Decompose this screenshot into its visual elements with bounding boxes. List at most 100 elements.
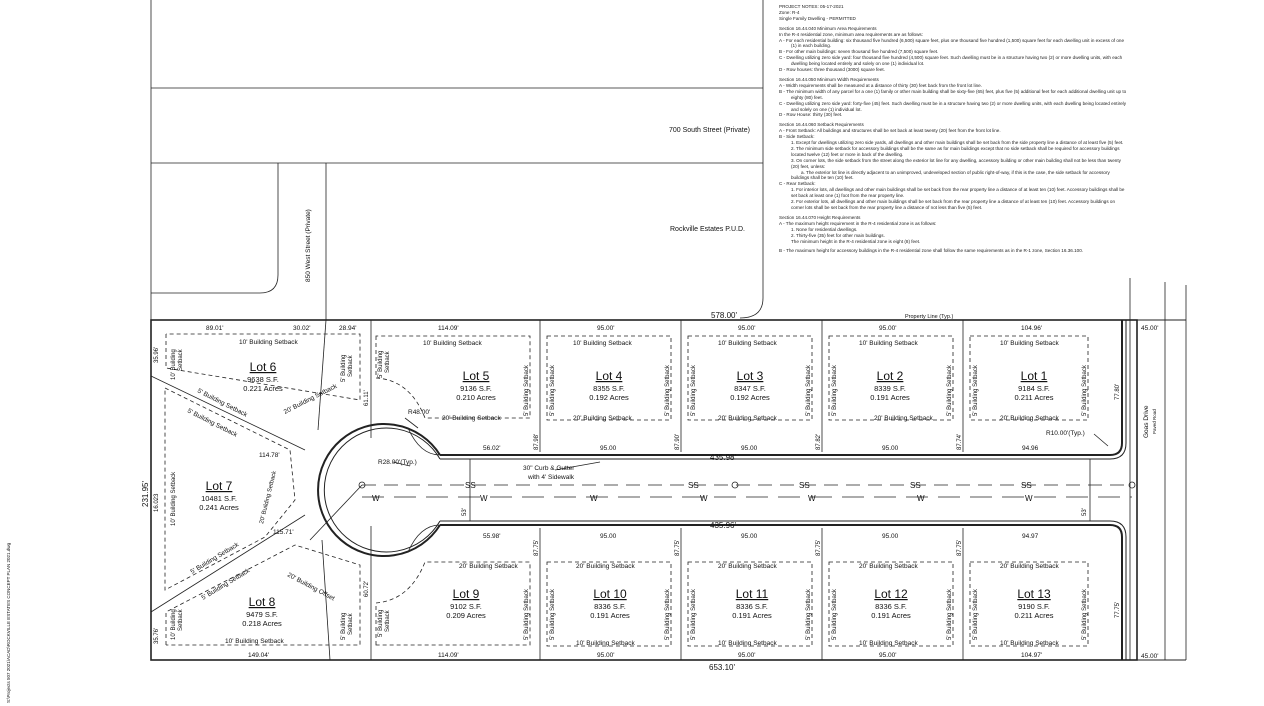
setback-lot-5-side-b: Setback	[385, 350, 391, 373]
note-line: (1) in each building.	[791, 43, 832, 49]
lot-7-sf: 10481 S.F.	[201, 494, 237, 503]
left-total-dim: 231.95'	[141, 481, 150, 507]
lot-2: Lot 2 8339 S.F. 0.191 Acres	[870, 369, 910, 402]
lot-3-name: Lot 3	[737, 369, 764, 383]
note-line: B - Side Setback:	[779, 134, 815, 140]
top-lot-3: 95.00'	[738, 325, 756, 332]
top-total-dim: 578.00'	[711, 311, 737, 320]
setback-lot-11-front: 20' Building Setback	[718, 563, 777, 570]
rockville-label: Rockville Estates P.U.D.	[670, 226, 745, 233]
lot-10-name: Lot 10	[593, 587, 627, 601]
lot-10-acres: 0.191 Acres	[590, 611, 630, 620]
bot-lot-12: 95.00'	[879, 652, 897, 659]
setback-lot-7-front: 20' Building Setback	[259, 469, 278, 524]
note-line: In the R-4 residential zone, minimum are…	[779, 31, 924, 37]
bot-lot-9: 114.09'	[438, 652, 459, 659]
bot-lot-10: 95.00'	[597, 652, 615, 659]
setback-lot-7-bottom: 5' Building Setback	[189, 541, 240, 576]
lot-6-acres: 0.221 Acres	[243, 384, 283, 393]
lot-8-sf: 9479 S.F.	[246, 610, 278, 619]
ss-label-1: SS	[465, 481, 476, 490]
setback-lot-9-side-b: Setback	[385, 609, 391, 632]
note-line: eighty (80) feet.	[791, 94, 823, 100]
setback-lot-11-side-r: 5' Building Setback	[806, 588, 812, 640]
front-lot-12: 95.00	[882, 533, 899, 540]
note-line: (20) feet, unless:	[791, 163, 826, 169]
setback-lot-5-front: 20' Building Setback	[442, 415, 501, 422]
note-line: 1. For interior lots, all dwellings and …	[791, 187, 1125, 193]
lot-1: Lot 1 9184 S.F. 0.211 Acres	[1014, 369, 1053, 402]
lot-11-sf: 8336 S.F.	[736, 602, 768, 611]
setback-lot-4-side-r: 5' Building Setback	[665, 364, 671, 416]
note-line: Zone: R-4	[779, 9, 800, 15]
south-street-label: 700 South Street (Private)	[669, 127, 750, 134]
setback-lot-6-side-b: Setback	[348, 354, 354, 377]
setback-lot-13-side-r: 5' Building Setback	[1082, 588, 1088, 640]
lot-1-name: Lot 1	[1021, 369, 1048, 383]
setback-lot-6-side-a: 5' Building	[341, 355, 347, 383]
note-line: corner lots shall be set back from the r…	[791, 205, 983, 210]
lot-12-sf: 8336 S.F.	[875, 602, 907, 611]
radius-48-label: R48.00'	[408, 409, 430, 416]
note-line: buildings shall be ten (10) feet.	[791, 175, 854, 181]
setback-lot-6-left-a: 10' Building	[171, 349, 177, 380]
w-label-7: W	[1025, 494, 1033, 503]
note-line: A - For each residential building: six t…	[779, 37, 1125, 43]
setback-lot-2-side-l: 5' Building Setback	[832, 364, 838, 416]
dim-149: 149.04'	[248, 652, 269, 659]
setback-lot-4-front: 20' Building Setback	[573, 415, 632, 422]
lot-8-acres: 0.218 Acres	[242, 619, 282, 628]
lot-5-acres: 0.210 Acres	[456, 393, 496, 402]
dim-87-74: 87.74'	[957, 434, 963, 450]
dim-87-75-d: 87.75'	[957, 540, 963, 556]
west-street-label: 850 West Street (Private)	[305, 209, 312, 282]
lot-11-acres: 0.191 Acres	[732, 611, 772, 620]
lot-5: Lot 5 9136 S.F. 0.210 Acres	[456, 369, 496, 402]
lot-2-sf: 8339 S.F.	[874, 384, 906, 393]
setback-lot-11-side-l: 5' Building Setback	[691, 588, 697, 640]
lot-10-sf: 8336 S.F.	[594, 602, 626, 611]
paved-road-label: Paved Road	[1152, 409, 1157, 434]
setback-lot-10-rear: 10' Building Setback	[576, 640, 635, 647]
lot-13: Lot 13 9190 S.F. 0.211 Acres	[1014, 587, 1053, 620]
w-label-6: W	[917, 494, 925, 503]
setback-lot-6-front: 20' Building Setback	[283, 383, 339, 416]
dim-87-75-c: 87.75'	[816, 540, 822, 556]
note-line: PROJECT NOTES: 05-17-2021	[779, 4, 844, 9]
setback-lot-12-side-l: 5' Building Setback	[832, 588, 838, 640]
dim-55-98: 55.98'	[483, 533, 501, 540]
dim-53-right: 53'	[1082, 508, 1088, 516]
lot-9-acres: 0.209 Acres	[446, 611, 486, 620]
dim-56-02: 56.02'	[483, 445, 501, 452]
lot-3-sf: 8347 S.F.	[734, 384, 766, 393]
w-label-1: W	[372, 494, 380, 503]
note-line: Single Family Dwelling - PERMITTED	[779, 15, 856, 21]
top-lot-1: 104.96'	[1021, 325, 1042, 332]
note-line: 2. The minimum side setback for accessor…	[791, 145, 1120, 151]
note-line: dwelling being located entirely and sole…	[791, 61, 925, 67]
front-lot-1: 94.96	[1022, 445, 1039, 452]
setback-lot-13-front: 20' Building Setback	[1000, 563, 1059, 570]
lot-6: Lot 6 9638 S.F. 0.221 Acres	[243, 360, 283, 393]
setback-lot-2-rear: 10' Building Setback	[859, 340, 918, 347]
note-line: Section 16.44.060 Setback Requirements	[779, 122, 864, 128]
lot-9-name: Lot 9	[453, 587, 480, 601]
lot-4-name: Lot 4	[596, 369, 623, 383]
dim-87-75-a: 87.75'	[534, 540, 540, 556]
lot-4-sf: 8355 S.F.	[593, 384, 625, 393]
setback-lot-6-rear: 10' Building Setback	[239, 339, 298, 346]
dim-77-75: 77.75'	[1115, 602, 1121, 618]
lot-5-sf: 9136 S.F.	[460, 384, 492, 393]
top-lot-5: 114.09'	[438, 325, 459, 332]
lot-7: Lot 7 10481 S.F. 0.241 Acres	[199, 479, 239, 512]
setback-lot-3-side-r: 5' Building Setback	[806, 364, 812, 416]
setback-lot-11-rear: 10' Building Setback	[718, 640, 777, 647]
lot-5-name: Lot 5	[463, 369, 490, 383]
lot-2-acres: 0.191 Acres	[870, 393, 910, 402]
note-line: B - The maximum height for accessory bui…	[779, 248, 1084, 254]
note-line: and solely on one (1) individual lot.	[791, 106, 862, 112]
front-lot-13: 94.97	[1022, 533, 1039, 540]
setback-lot-8-left-b: Setback	[178, 608, 184, 631]
bottom-total-dim: 653.10'	[709, 663, 735, 672]
